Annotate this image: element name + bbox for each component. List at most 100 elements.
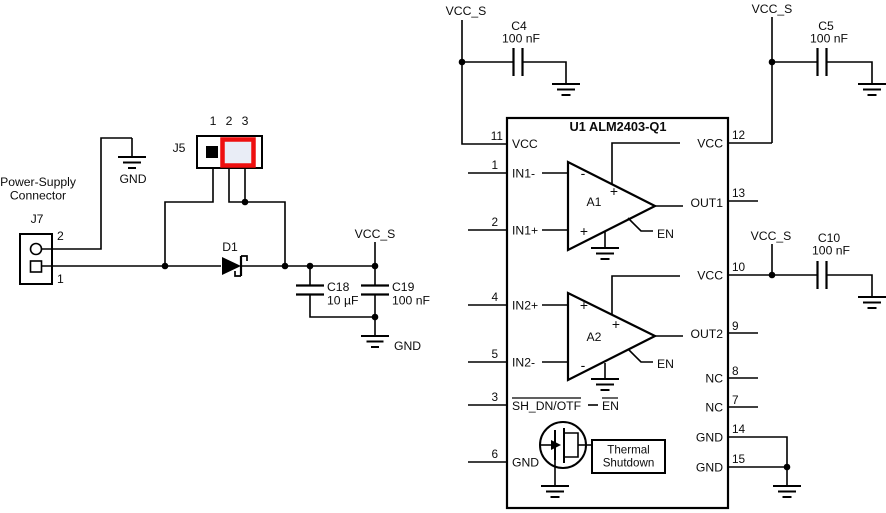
- c19-refdes: C19: [392, 280, 415, 294]
- c4-refdes: C4: [511, 19, 527, 33]
- a1-gnd-bars: [591, 247, 619, 260]
- a2-name: A2: [587, 330, 602, 344]
- a1-plus-input: +: [580, 223, 588, 239]
- gnd-label-bulk: GND: [394, 339, 421, 353]
- j7-body: [19, 233, 53, 285]
- a2-en-wire: [627, 348, 653, 363]
- d1-schottky-hooks: [234, 255, 248, 277]
- pin1-number: 1: [491, 158, 498, 172]
- a2-en-label: EN: [657, 357, 674, 371]
- vccs-label-c5: VCC_S: [752, 2, 793, 16]
- pin5-number: 5: [491, 347, 498, 361]
- net-vccs-bulk: VCC_S: [355, 227, 396, 266]
- mosfet-drain-source-leads: [564, 432, 579, 458]
- amp-input-links: [542, 172, 568, 363]
- c5-plates: [816, 48, 828, 76]
- rail-c5: VCC_S C5 100 nF: [752, 2, 886, 143]
- rail-c4: VCC_S C4 100 nF: [446, 4, 580, 145]
- power-supply-caption-line1: Power-Supply: [0, 175, 77, 189]
- j7-pin1-square: [29, 260, 43, 273]
- a1-vcc-wire: [611, 142, 680, 184]
- c5-refdes: C5: [818, 19, 834, 33]
- c10-plates: [816, 261, 828, 289]
- mosfet-arrow: [551, 440, 561, 450]
- c4-plates: [512, 48, 524, 76]
- j7-pin2-circle: [29, 242, 43, 256]
- pin4-label: IN2+: [512, 299, 538, 313]
- thermal-label-line1: Thermal: [607, 444, 650, 457]
- gnd-bars-c5: [858, 83, 886, 96]
- opamp-a2: + - A2 + EN: [566, 275, 683, 391]
- pin4-number: 4: [491, 290, 498, 304]
- gnd-bars-c4: [552, 83, 580, 96]
- rail-c10: VCC_S C10 100 nF: [751, 229, 886, 309]
- pin12-number: 12: [732, 128, 745, 142]
- gnd-symbol-bulk-caps: GND: [361, 335, 421, 353]
- a1-supply-plus: +: [610, 183, 618, 199]
- pin9-number: 9: [732, 319, 739, 333]
- pin9-label: OUT2: [690, 327, 723, 341]
- j5-pin1-post: [206, 146, 218, 158]
- vccs-label-c4: VCC_S: [446, 4, 487, 18]
- a1-minus-input: -: [581, 165, 586, 181]
- vccs-label-bulk: VCC_S: [355, 227, 396, 241]
- gnd-bars: [361, 335, 389, 348]
- c18-plates: [296, 284, 324, 296]
- pin14-label: GND: [696, 431, 723, 445]
- a2-supply-plus: +: [612, 316, 620, 332]
- c10-refdes: C10: [818, 231, 841, 245]
- thermal-shutdown-box: [591, 439, 666, 474]
- a1-en-wire: [627, 217, 653, 232]
- ic-u1-outline: [505, 116, 730, 510]
- cap-c18: C18 10 µF: [296, 266, 375, 318]
- ic-u1-title: U1 ALM2403-Q1: [570, 119, 667, 134]
- c18-bottom-lead: [309, 295, 375, 318]
- d1-anode-triangle: [222, 257, 241, 275]
- pin5-label: IN2-: [512, 356, 535, 370]
- j5-pin3-number: 3: [242, 114, 249, 128]
- pin15-label: GND: [696, 461, 723, 475]
- gnd-bars: [118, 156, 146, 169]
- opamp-a1: - + A1 + EN: [566, 142, 683, 260]
- c18-refdes: C18: [327, 280, 350, 294]
- c19-plates: [361, 284, 389, 296]
- left-pin-stubs: [468, 172, 507, 463]
- j7-pin2-number: 2: [57, 229, 64, 243]
- gnd-label-top: GND: [119, 172, 146, 186]
- pin8-label: NC: [705, 372, 723, 386]
- pin8-number: 8: [732, 364, 739, 378]
- c10-right-lead: [827, 274, 873, 297]
- c5-right-lead: [827, 61, 873, 84]
- a2-vcc-wire: [611, 275, 680, 315]
- jumper-j5: J5 1 2 3: [173, 114, 263, 169]
- pin6-label: GND: [512, 456, 539, 470]
- pin2-number: 2: [491, 215, 498, 229]
- pin1-label: IN1-: [512, 167, 535, 181]
- j7-pin1-number: 1: [57, 272, 64, 286]
- pin14-wire: [728, 436, 788, 467]
- thermal-shutdown-block: Thermal Shutdown: [539, 421, 666, 498]
- pin12-label: VCC: [697, 137, 723, 151]
- junction-dots: [161, 58, 791, 471]
- pin7-label: NC: [705, 401, 723, 415]
- jumper-shunt-highlight: [220, 137, 256, 168]
- c10-value: 100 nF: [812, 244, 850, 258]
- wire-j7pin2-to-gnd: [41, 137, 132, 250]
- pin10-label: VCC: [697, 269, 723, 283]
- a2-minus-input: -: [581, 357, 586, 373]
- c4-value: 100 nF: [502, 32, 540, 46]
- c18-value: 10 µF: [327, 294, 358, 308]
- pin14-number: 14: [732, 422, 746, 436]
- pin15-number: 15: [732, 452, 746, 466]
- diode-d1: D1: [222, 240, 248, 277]
- a1-name: A1: [587, 195, 602, 209]
- gnd-symbol-top: GND: [118, 138, 147, 186]
- pin3-en-label: EN: [602, 399, 619, 413]
- thermal-label-line2: Shutdown: [603, 457, 655, 470]
- pin3-label: SH_DN/OTF: [512, 399, 581, 413]
- a2-gnd-bars: [591, 378, 619, 391]
- d1-refdes: D1: [222, 240, 238, 254]
- c5-value: 100 nF: [810, 32, 848, 46]
